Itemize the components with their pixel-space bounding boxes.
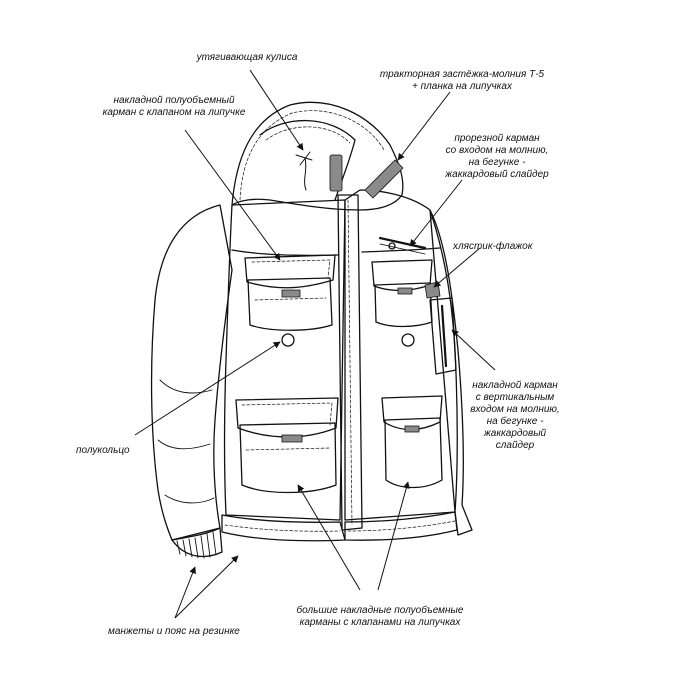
chest-pocket-right-velcro [397,287,413,295]
slit-pocket-puller [388,242,396,250]
label-big-pockets: большие накладные полуобъемные карманы с… [296,605,464,628]
left-sleeve [150,204,233,541]
chest-pocket-right-flap [371,259,433,292]
leader-tab [433,247,481,288]
zipper-line [347,199,353,526]
hood-stitching [239,110,385,201]
sleeve-pocket-zipper [440,304,448,368]
label-sleeve-pocket: накладной карман с вертикальным входом н… [470,380,560,451]
big-pocket-right-flap [381,395,443,431]
label-slit-pocket: прорезной карман со входом на молнию, на… [445,133,549,180]
label-tab: хлястик-флажок [453,241,533,252]
label-half-ring: полукольцо [76,445,130,456]
collar-zipper [364,159,404,199]
yoke-right [361,247,441,253]
big-pocket-left-velcro [281,434,303,443]
sleeve-pocket [429,297,457,375]
half-ring-left [281,333,295,347]
chest-pocket-left [247,277,333,331]
leader-slit-pocket [409,179,463,247]
yoke-left [231,249,339,256]
left-sleeve-folds [157,379,215,504]
chest-pocket-left-flap [244,254,336,289]
left-cuff [171,527,223,558]
left-cuff-ribs [176,531,217,559]
half-ring-right [401,333,415,347]
label-chest-pocket-left: накладной полуобъемный карман с клапаном… [102,95,246,118]
right-sleeve [429,209,473,536]
leader-big-pockets-1 [297,484,361,591]
leader-cuffs-1 [174,566,196,619]
jacket-body [223,199,346,521]
waistband-seams [224,520,456,532]
leader-chest-pocket-left [184,129,281,261]
big-pocket-left [239,422,337,494]
label-zipper: тракторная застёжка-молния Т-5 + планка … [379,69,545,92]
slit-pocket-zipper [378,236,427,250]
leader-cuffs-2 [174,555,239,619]
leader-drawstring [249,69,304,151]
big-pocket-right [384,417,443,489]
chest-pocket-left-velcro [281,289,301,298]
label-cuffs: манжеты и пояс на резинке [108,626,240,637]
leader-zipper [397,91,451,161]
zipper-placket [337,194,363,531]
big-pocket-right-velcro [404,425,420,433]
label-drawstring: утягивающая кулиса [196,52,298,63]
leader-half-ring [134,341,281,436]
collar-tab-left [329,154,343,192]
drawstring [295,151,313,191]
leader-big-pockets-2 [377,481,410,591]
leader-sleeve-pocket [451,329,496,371]
